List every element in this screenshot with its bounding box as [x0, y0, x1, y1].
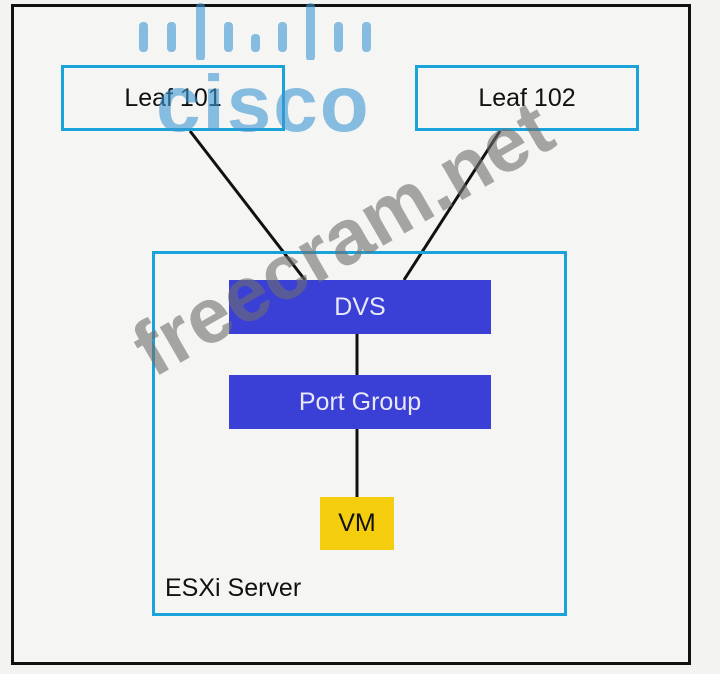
link-leaf102-dvs: [402, 130, 502, 281]
dvs-node: DVS: [229, 280, 491, 334]
vm-label: VM: [338, 509, 376, 537]
leaf-102-label: Leaf 102: [478, 83, 576, 112]
leaf-101-node: Leaf 101: [61, 65, 285, 131]
port-group-label: Port Group: [298, 387, 422, 416]
leaf-102-node: Leaf 102: [415, 65, 639, 131]
esxi-server-label: ESXi Server: [165, 574, 302, 602]
port-group-node: Port Group: [229, 375, 491, 429]
dvs-label: DVS: [334, 292, 386, 321]
esxi-server-box: [152, 251, 567, 616]
link-leaf101-dvs: [188, 130, 307, 281]
leaf-101-label: Leaf 101: [124, 83, 222, 112]
diagram-frame: [11, 4, 691, 665]
vm-node: VM: [320, 497, 394, 550]
